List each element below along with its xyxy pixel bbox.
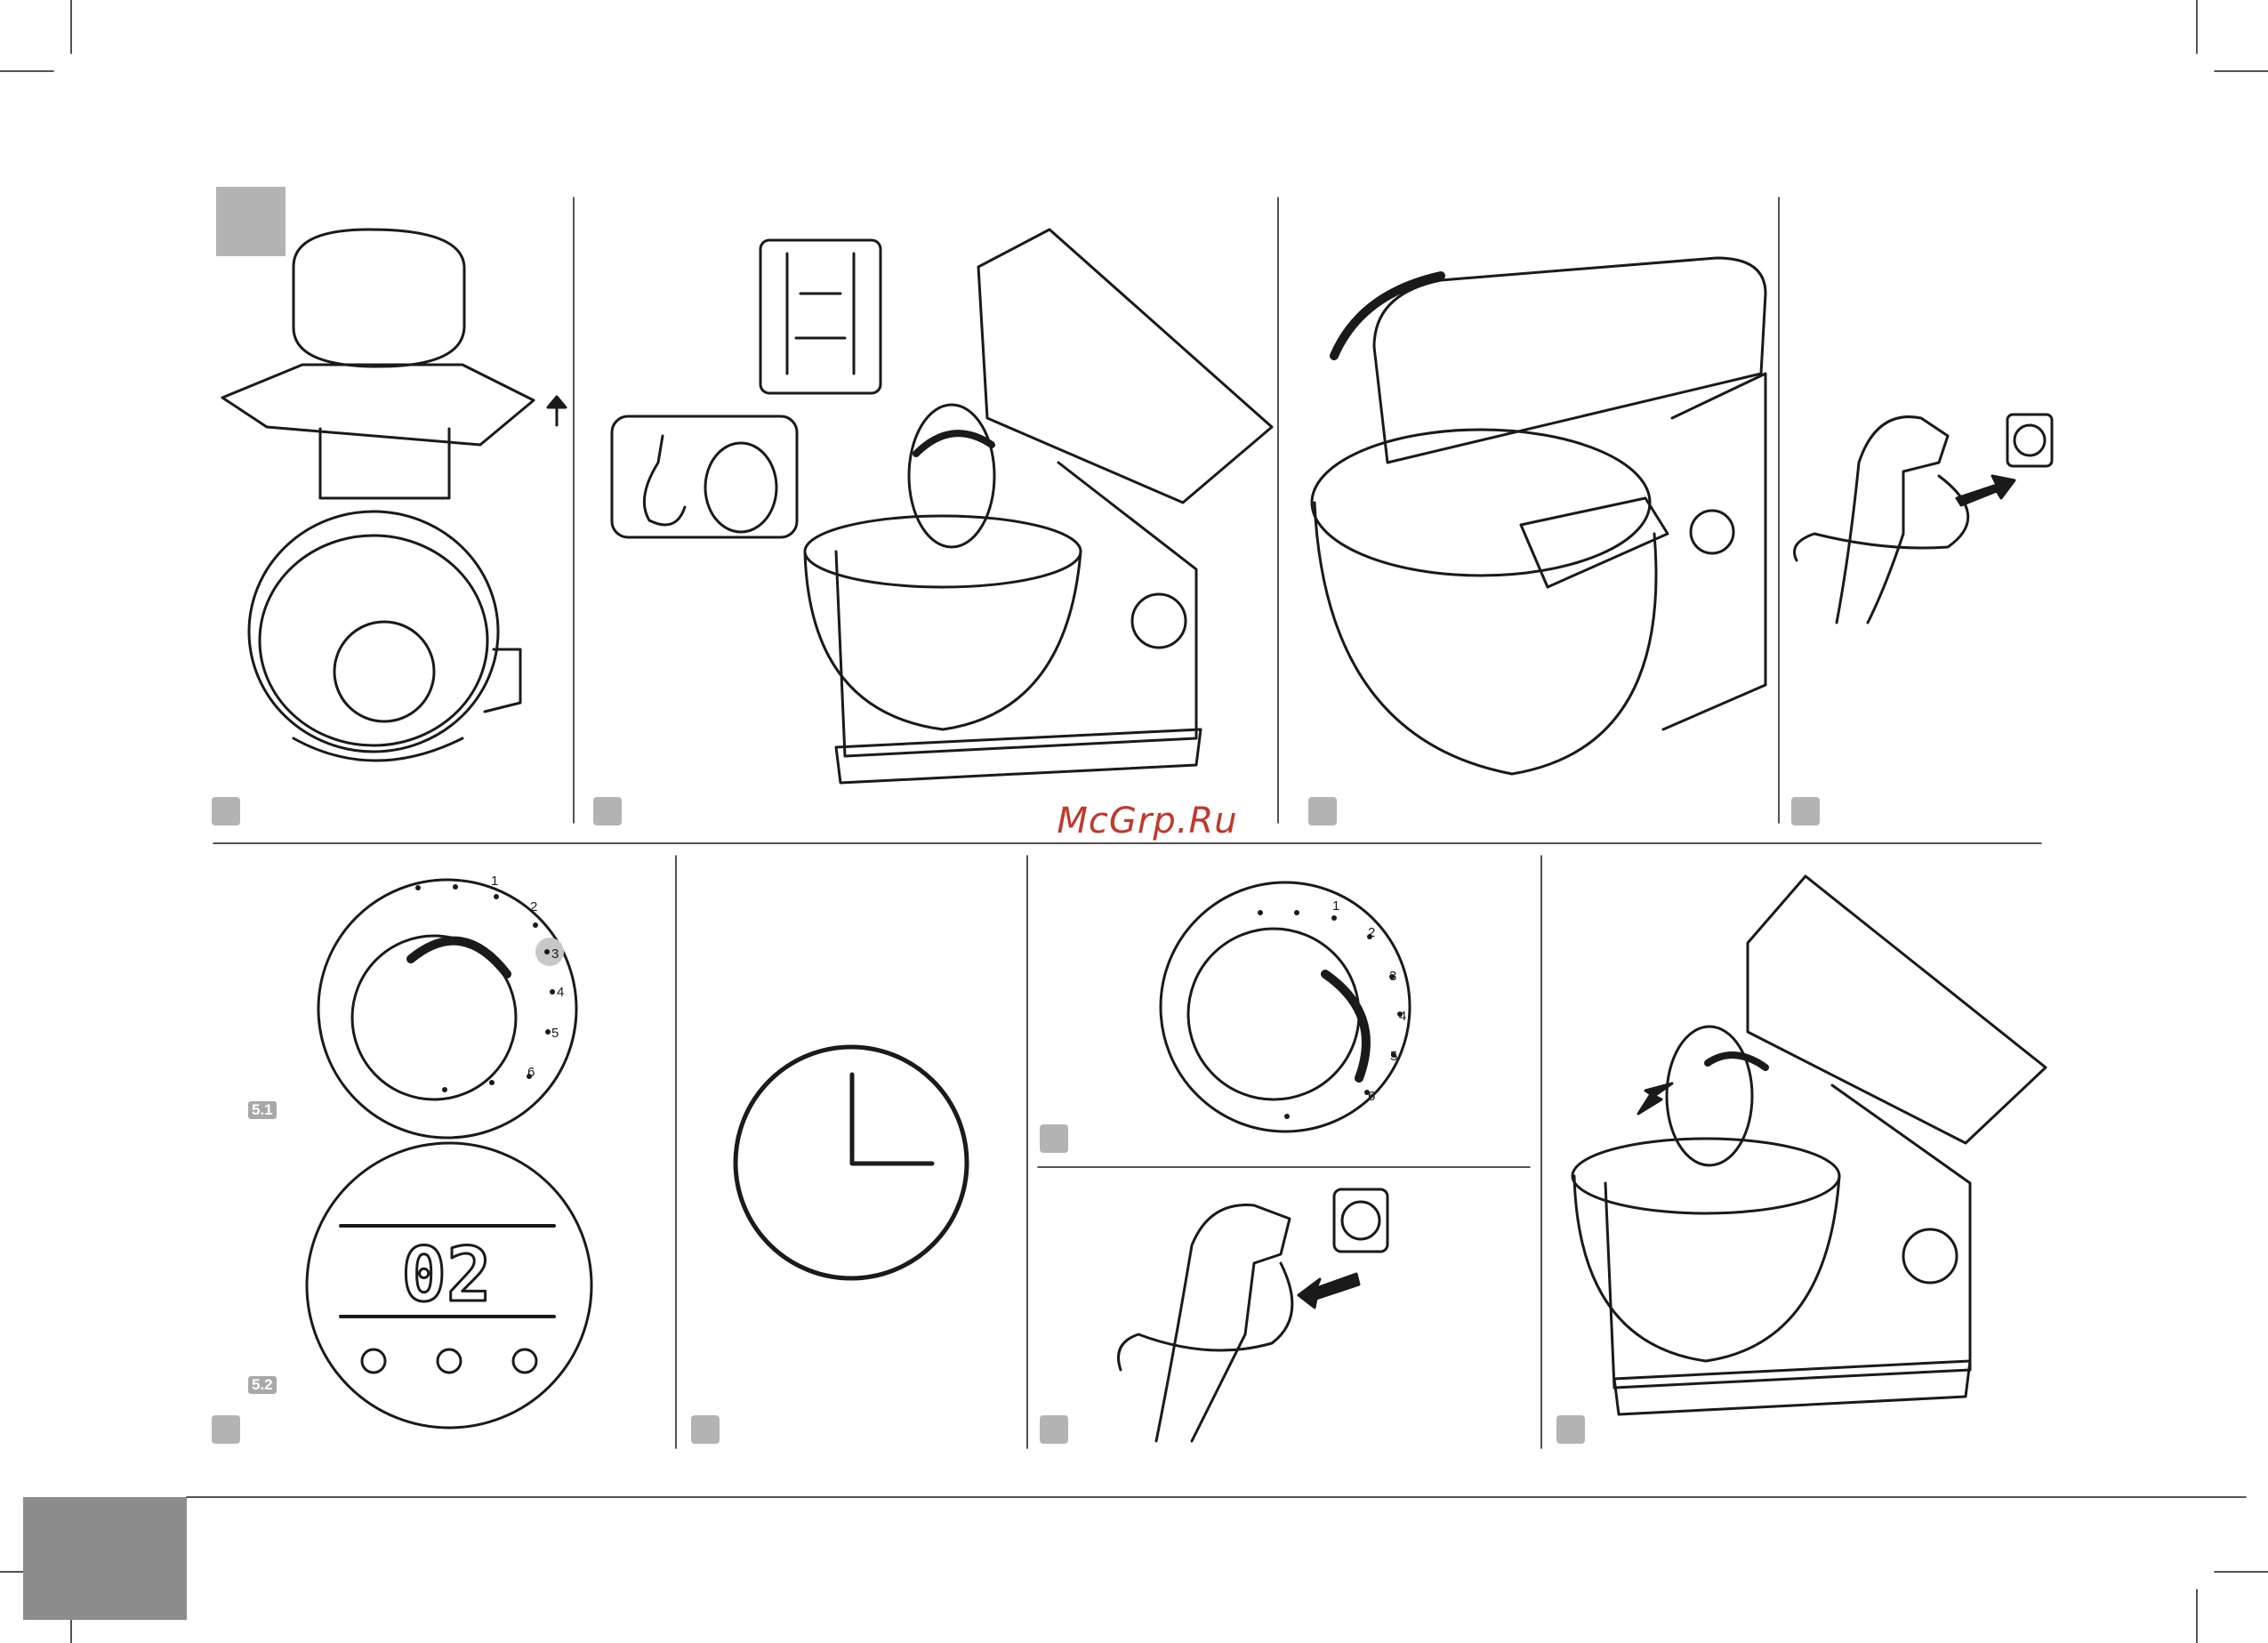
splash-guard — [1521, 498, 1668, 587]
step-badge — [1308, 797, 1337, 826]
whisk-icon — [705, 443, 776, 532]
dial-scale-label: 2 — [530, 899, 537, 914]
power-cord — [1795, 476, 1968, 560]
step-badge — [1791, 797, 1820, 826]
arrow-right-icon — [1957, 476, 2015, 505]
step-badge — [691, 1415, 720, 1444]
panel-lower-head — [1312, 258, 1765, 774]
power-cord — [1119, 1263, 1292, 1370]
step-badge — [593, 797, 622, 826]
sub-step-label: 5.1 — [248, 1101, 277, 1119]
dough-hook-icon — [362, 1349, 385, 1373]
dial-scale-label: 4 — [557, 985, 564, 1000]
arrow-left-icon — [1299, 1274, 1359, 1308]
dial-scale-label: 6 — [527, 1065, 535, 1080]
dial-scale-labels: 1 2 3 4 5 6 — [491, 874, 564, 1080]
bowl-rim — [1572, 1139, 1839, 1213]
dial-scale-labels: 1 2 3 4 5 6 — [1332, 898, 1406, 1104]
mixer-column — [320, 429, 449, 498]
speed-knob — [1903, 1229, 1957, 1283]
step-badge — [212, 1415, 240, 1444]
flat-beater — [909, 405, 994, 547]
panel-remove-tool — [1572, 876, 2046, 1414]
bowl-body — [1315, 503, 1656, 774]
bowl-rim — [249, 511, 498, 752]
socket-face — [2015, 425, 2045, 455]
arrow-up-icon — [548, 397, 566, 425]
speed-knob — [1132, 594, 1186, 648]
dial-scale-label: 5 — [551, 1026, 559, 1041]
dial-scale-label: 3 — [551, 946, 559, 962]
control-display: 02 — [307, 1143, 591, 1428]
step-badge — [1556, 1415, 1585, 1444]
splash-guard — [222, 365, 534, 445]
tilt-head — [1748, 876, 2046, 1143]
tilt-head — [978, 230, 1272, 503]
page-tab — [23, 1497, 187, 1620]
dial-scale-label: 6 — [1368, 1089, 1375, 1104]
section-marker — [216, 187, 286, 256]
bowl-rim — [1312, 430, 1650, 576]
dial-scale-label: 5 — [1390, 1049, 1397, 1064]
curved-arrow-icon — [916, 433, 992, 454]
sub-step-label: 5.2 — [248, 1376, 277, 1394]
bowl-bottom — [334, 622, 434, 721]
clock-hands — [852, 1075, 932, 1164]
coupling-detail — [787, 254, 854, 374]
panel-dividers — [187, 197, 2246, 1497]
dial-scale-label: 3 — [1389, 969, 1396, 984]
panel-remove-splash-guard — [222, 230, 566, 761]
hand-with-plug — [1156, 1205, 1290, 1441]
bowl-handle — [485, 649, 520, 712]
detail-callout-coupling — [760, 240, 881, 393]
panel-stop-and-unplug: 1 2 3 4 5 6 — [1119, 882, 1411, 1441]
mixer-body — [1663, 374, 1765, 729]
step-badge — [1040, 1124, 1068, 1153]
whisk-icon — [438, 1349, 461, 1373]
panel-speed-settings: 1 2 3 4 5 6 02 — [307, 874, 591, 1428]
curved-arrow-icon — [1334, 276, 1441, 356]
dough-hook-icon — [644, 436, 685, 525]
curved-arrow-icon — [1325, 974, 1366, 1078]
dial-scale-label: 4 — [1399, 1009, 1406, 1024]
panel-timer — [736, 1047, 967, 1278]
dial-scale-label: 2 — [1368, 925, 1375, 940]
base-plate — [1614, 1361, 1970, 1414]
display-readout: 02 — [401, 1231, 491, 1318]
speed-knob — [1691, 511, 1733, 553]
socket-face — [1342, 1202, 1379, 1239]
hand-with-plug — [1837, 417, 1948, 623]
beater-icon — [513, 1349, 536, 1373]
speed-dial-inner — [1188, 929, 1359, 1099]
bowl-rim — [805, 516, 1081, 587]
bowl-base — [294, 738, 462, 761]
curved-arrow-icon — [411, 941, 507, 974]
mixer-body — [1605, 1085, 1970, 1388]
base-plate — [836, 729, 1201, 783]
dial-scale-label: 1 — [1332, 898, 1339, 914]
dial-dots — [415, 884, 555, 1092]
curved-arrow-icon — [1708, 1055, 1765, 1067]
step-badges — [212, 797, 1820, 1444]
detail-callout-tools — [612, 416, 797, 537]
watermark: McGrp.Ru — [1050, 801, 1245, 842]
mixer-body — [836, 463, 1196, 756]
panel-attach-tool — [612, 230, 1272, 783]
flat-beater — [1667, 1027, 1752, 1165]
bowl-inner — [260, 536, 487, 745]
mixer-head-top — [294, 230, 464, 366]
dial-scale-label: 1 — [491, 874, 498, 889]
step-badge — [1040, 1415, 1068, 1444]
panel-plug-in — [1795, 415, 2053, 623]
step-badge — [212, 797, 240, 826]
